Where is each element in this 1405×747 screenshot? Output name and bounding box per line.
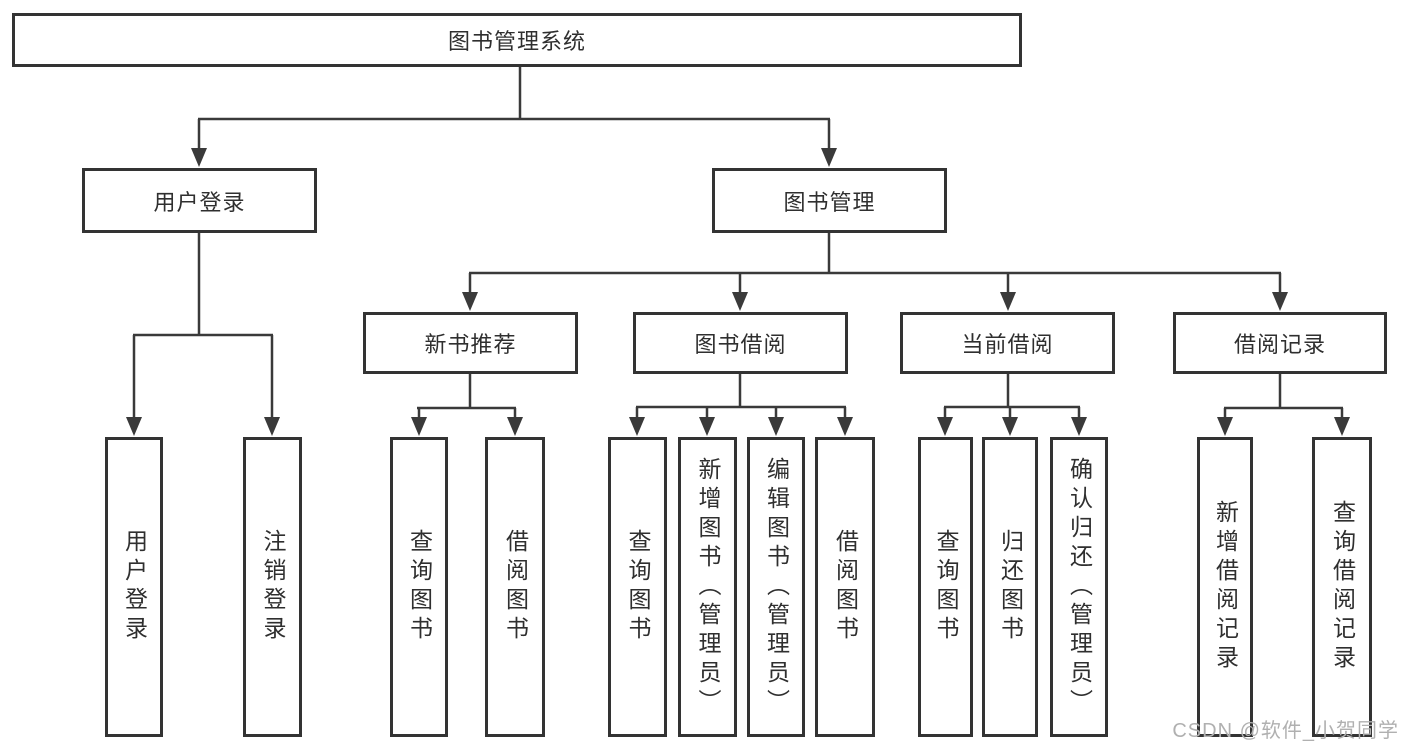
leaf-query-books-recommend: 查询图书 (390, 437, 448, 737)
leaf-label: 借阅图书 (502, 529, 529, 645)
leaf-return-books: 归还图书 (982, 437, 1038, 737)
leaf-borrow-books-recommend: 借阅图书 (485, 437, 545, 737)
arrow-down-icon (699, 417, 715, 436)
node-user-login: 用户登录 (82, 168, 317, 233)
arrow-down-icon (629, 417, 645, 436)
leaf-query-books-borrowing: 查询图书 (608, 437, 667, 737)
node-label: 图书管理系统 (447, 29, 586, 54)
leaf-label: 确认归还（管理员） (1066, 456, 1093, 718)
leaf-label: 编辑图书（管理员） (763, 456, 790, 718)
arrowhead-group (126, 148, 1350, 436)
arrow-down-icon (937, 417, 953, 436)
node-label: 借阅记录 (1233, 332, 1326, 357)
node-book-management: 图书管理 (712, 168, 947, 233)
leaf-label: 归还图书 (997, 529, 1024, 645)
arrow-down-icon (1071, 417, 1087, 436)
arrow-down-icon (1334, 417, 1350, 436)
arrow-down-icon (507, 417, 523, 436)
arrow-down-icon (1000, 292, 1016, 311)
node-current-borrowing: 当前借阅 (900, 312, 1115, 374)
leaf-query-books-current: 查询图书 (918, 437, 973, 737)
node-label: 新书推荐 (424, 332, 517, 357)
leaf-label: 查询图书 (625, 529, 651, 645)
node-book-borrowing: 图书借阅 (633, 312, 848, 374)
arrow-down-icon (768, 417, 784, 436)
leaf-label: 注销登录 (260, 529, 286, 645)
leaf-logout: 注销登录 (243, 437, 302, 737)
leaf-add-books-admin: 新增图书（管理员） (678, 437, 737, 737)
arrow-down-icon (1272, 292, 1288, 311)
arrow-down-icon (264, 417, 280, 436)
leaf-label: 查询借阅记录 (1329, 500, 1356, 674)
node-borrowing-records: 借阅记录 (1173, 312, 1387, 374)
node-label: 当前借阅 (961, 332, 1054, 357)
arrow-down-icon (191, 148, 207, 167)
node-new-book-recommend: 新书推荐 (363, 312, 578, 374)
leaf-label: 查询图书 (933, 529, 959, 645)
arrow-down-icon (732, 292, 748, 311)
leaf-confirm-return-admin: 确认归还（管理员） (1050, 437, 1108, 737)
leaf-label: 查询图书 (406, 529, 433, 645)
arrow-down-icon (821, 148, 837, 167)
leaf-label: 用户登录 (121, 529, 148, 645)
leaf-label: 新增图书（管理员） (695, 456, 721, 718)
arrow-down-icon (126, 417, 142, 436)
arrow-down-icon (1002, 417, 1018, 436)
node-label: 用户登录 (153, 189, 246, 215)
arrow-down-icon (462, 292, 478, 311)
leaf-add-borrow-record: 新增借阅记录 (1197, 437, 1253, 737)
leaf-query-borrow-record: 查询借阅记录 (1312, 437, 1372, 737)
node-label: 图书管理 (783, 189, 876, 215)
leaf-edit-books-admin: 编辑图书（管理员） (747, 437, 805, 737)
leaf-label: 新增借阅记录 (1212, 500, 1239, 674)
watermark-text: CSDN @软件_小贺同学 (1172, 720, 1399, 742)
arrow-down-icon (837, 417, 853, 436)
leaf-borrow-books: 借阅图书 (815, 437, 875, 737)
arrow-down-icon (1217, 417, 1233, 436)
leaf-label: 借阅图书 (832, 529, 859, 645)
node-root-system: 图书管理系统 (12, 13, 1022, 67)
node-label: 图书借阅 (694, 332, 787, 357)
leaf-user-login: 用户登录 (105, 437, 163, 737)
arrow-down-icon (411, 417, 427, 436)
